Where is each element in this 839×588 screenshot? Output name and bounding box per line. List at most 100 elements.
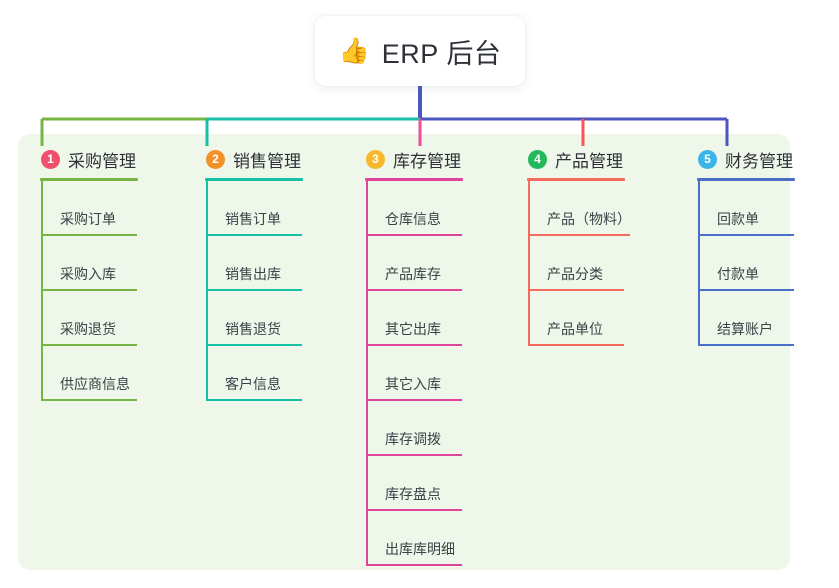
branch-item-label: 库存调拨 <box>385 431 441 447</box>
branch-item-list: 销售订单销售出库销售退货客户信息 <box>205 181 303 401</box>
branch-item-rule <box>206 289 302 291</box>
branch-item-label: 采购退货 <box>60 321 116 337</box>
branch-header-5[interactable]: 5 财务管理 <box>697 144 795 174</box>
thumbs-up-icon: 👍 <box>338 36 370 65</box>
branch-header-4[interactable]: 4 产品管理 <box>527 144 625 174</box>
branch-item-rule <box>366 454 462 456</box>
branch-item-rule <box>528 289 624 291</box>
branch-item-label: 其它出库 <box>385 321 441 337</box>
branch-column-5: 5 财务管理回款单付款单结算账户 <box>697 144 795 346</box>
branch-item-rule <box>698 344 794 346</box>
branch-item[interactable]: 结算账户 <box>697 291 795 346</box>
branch-item-label: 销售退货 <box>225 321 281 337</box>
branch-item[interactable]: 其它出库 <box>365 291 463 346</box>
branch-item-list: 采购订单采购入库采购退货供应商信息 <box>40 181 138 401</box>
branch-item-label: 其它入库 <box>385 376 441 392</box>
branch-item-rule <box>366 289 462 291</box>
branch-item[interactable]: 库存调拨 <box>365 401 463 456</box>
branch-column-2: 2 销售管理销售订单销售出库销售退货客户信息 <box>205 144 303 401</box>
branch-spine <box>41 181 43 401</box>
branch-item-label: 付款单 <box>717 266 759 282</box>
branch-item[interactable]: 供应商信息 <box>40 346 138 401</box>
branch-spine <box>366 181 368 566</box>
branch-header-3[interactable]: 3 库存管理 <box>365 144 463 174</box>
branch-item[interactable]: 仓库信息 <box>365 181 463 236</box>
branch-item[interactable]: 产品分类 <box>527 236 625 291</box>
branch-spine <box>206 181 208 401</box>
branch-item[interactable]: 产品单位 <box>527 291 625 346</box>
branch-header-2[interactable]: 2 销售管理 <box>205 144 303 174</box>
branch-item-rule <box>528 344 624 346</box>
branch-item-label: 供应商信息 <box>60 376 130 392</box>
branch-item-rule <box>366 344 462 346</box>
branch-item-label: 回款单 <box>717 211 759 227</box>
branch-item[interactable]: 付款单 <box>697 236 795 291</box>
branch-header-rule <box>365 178 463 181</box>
branch-item-label: 采购入库 <box>60 266 116 282</box>
branch-item-label: 销售订单 <box>225 211 281 227</box>
branch-number-badge: 4 <box>528 149 547 169</box>
branch-number-badge: 3 <box>366 149 385 169</box>
branch-item[interactable]: 出库库明细 <box>365 511 463 566</box>
branch-item-rule <box>698 234 794 236</box>
branch-item-label: 出库库明细 <box>385 541 455 557</box>
branch-item-list: 仓库信息产品库存其它出库其它入库库存调拨库存盘点出库库明细 <box>365 181 463 566</box>
branch-item-rule <box>206 344 302 346</box>
branch-item-rule <box>528 234 630 236</box>
branch-title: 产品管理 <box>555 151 623 171</box>
branch-column-3: 3 库存管理仓库信息产品库存其它出库其它入库库存调拨库存盘点出库库明细 <box>365 144 463 566</box>
branch-item[interactable]: 采购订单 <box>40 181 138 236</box>
branch-item-label: 产品分类 <box>547 266 603 282</box>
branch-item[interactable]: 销售订单 <box>205 181 303 236</box>
branch-header-rule <box>697 178 795 181</box>
branch-item-rule <box>206 234 302 236</box>
branches-panel <box>18 134 790 570</box>
branch-item-label: 客户信息 <box>225 376 281 392</box>
branch-item-rule <box>366 509 462 511</box>
branch-header-rule <box>205 178 303 181</box>
branch-item-rule <box>41 344 137 346</box>
branch-column-4: 4 产品管理产品（物料） 产品分类产品单位 <box>527 144 631 346</box>
branch-item[interactable]: 采购入库 <box>40 236 138 291</box>
branch-item[interactable]: 库存盘点 <box>365 456 463 511</box>
branch-item-label: 产品单位 <box>547 321 603 337</box>
branch-item[interactable]: 销售退货 <box>205 291 303 346</box>
branch-item[interactable]: 产品库存 <box>365 236 463 291</box>
branch-item-rule <box>41 289 137 291</box>
branch-item-label: 库存盘点 <box>385 486 441 502</box>
branch-item-rule <box>366 564 462 566</box>
branch-title: 财务管理 <box>725 151 793 171</box>
branch-spine <box>528 181 530 346</box>
branch-header-rule <box>40 178 138 181</box>
branch-item-label: 产品库存 <box>385 266 441 282</box>
branch-item-label: 结算账户 <box>717 321 773 337</box>
branch-item-label: 销售出库 <box>225 266 281 282</box>
branch-item-rule <box>41 234 137 236</box>
root-node[interactable]: 👍 ERP 后台 <box>315 16 525 86</box>
branch-item-rule <box>366 234 462 236</box>
branch-item-list: 回款单付款单结算账户 <box>697 181 795 346</box>
branch-item[interactable]: 采购退货 <box>40 291 138 346</box>
branch-number-badge: 5 <box>698 149 717 169</box>
branch-item[interactable]: 其它入库 <box>365 346 463 401</box>
branch-item-label: 产品（物料） <box>547 211 631 227</box>
branch-item[interactable]: 产品（物料） <box>527 181 631 236</box>
branch-title: 销售管理 <box>233 151 301 171</box>
branch-number-badge: 2 <box>206 149 225 169</box>
branch-item[interactable]: 客户信息 <box>205 346 303 401</box>
branch-item[interactable]: 销售出库 <box>205 236 303 291</box>
branch-item-label: 仓库信息 <box>385 211 441 227</box>
branch-item-rule <box>366 399 462 401</box>
branch-item-label: 采购订单 <box>60 211 116 227</box>
branch-item[interactable]: 回款单 <box>697 181 795 236</box>
branch-item-rule <box>41 399 137 401</box>
root-title: ERP 后台 <box>381 38 502 69</box>
branch-header-rule <box>527 178 625 181</box>
branch-title: 库存管理 <box>393 151 461 171</box>
branch-spine <box>698 181 700 346</box>
branch-title: 采购管理 <box>68 151 136 171</box>
branch-item-list: 产品（物料） 产品分类产品单位 <box>527 181 631 346</box>
